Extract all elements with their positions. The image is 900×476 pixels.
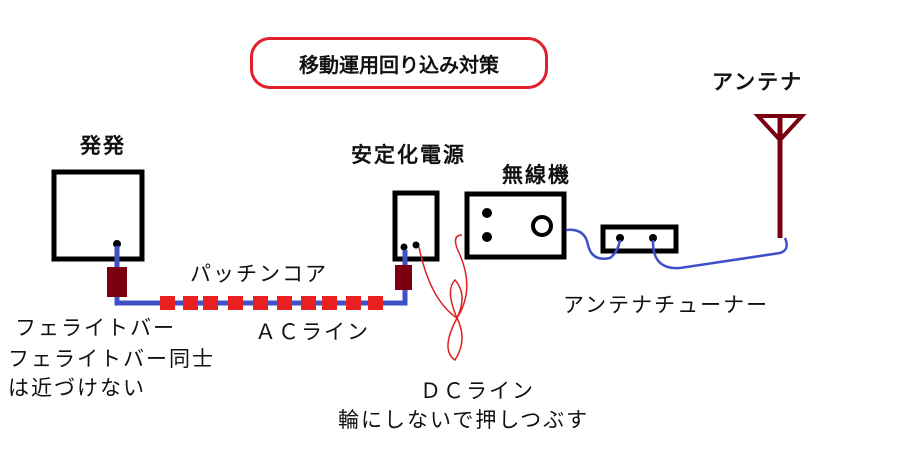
antenna-label: アンテナ <box>712 70 804 94</box>
antenna-icon <box>753 114 807 238</box>
generator-box <box>51 169 145 262</box>
power-supply-label: 安定化電源 <box>351 143 466 167</box>
snap-cores <box>160 296 383 310</box>
radio-box <box>464 191 567 260</box>
radio-label: 無線機 <box>502 163 571 187</box>
dc-line-label: ＤＣライン <box>420 379 535 403</box>
ferrite-bar-label: フェライトバー <box>15 316 176 340</box>
page-title: 移動運用回り込み対策 <box>299 52 499 77</box>
ferrite-bar-2 <box>395 265 412 290</box>
generator-label: 発発 <box>80 134 126 158</box>
ferrite-bar-1 <box>107 267 127 297</box>
antenna-tuner-label: アンテナチューナー <box>563 293 770 317</box>
snap-core-label: パッチンコア <box>190 262 328 286</box>
ferrite-note-2: は近づけない <box>8 376 146 400</box>
title-banner: 移動運用回り込み対策 <box>250 37 548 89</box>
ac-line-label: ＡＣライン <box>255 320 370 344</box>
power-supply-box <box>392 190 440 262</box>
rf-cable-tuner-antenna <box>651 237 788 270</box>
ferrite-note-1: フェライトバー同士 <box>8 347 215 371</box>
dc-line-note: 輪にしないで押しつぶす <box>338 408 590 432</box>
antenna-tuner-box <box>600 224 679 254</box>
dc-cable <box>418 234 468 362</box>
rf-cable-radio-tuner <box>565 228 622 260</box>
